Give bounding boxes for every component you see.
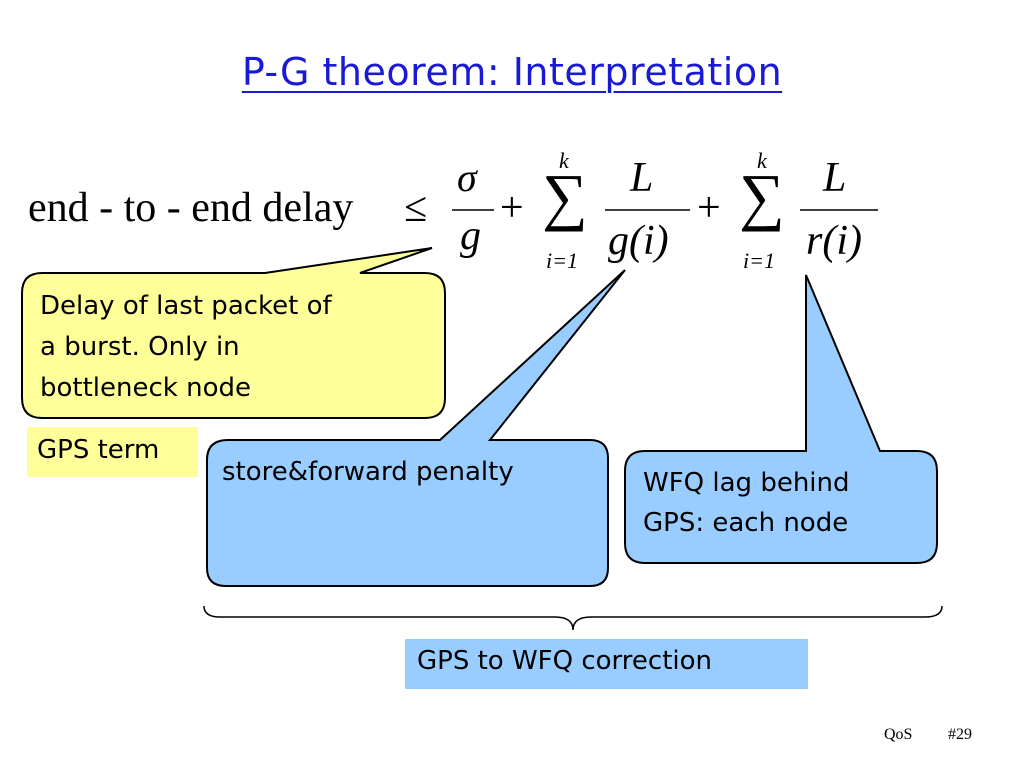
burst-delay-line-2: a burst. Only in: [40, 332, 240, 362]
term3-numerator: L: [823, 155, 847, 201]
equation-lhs: end - to - end delay: [28, 185, 354, 231]
store-forward-callout: store&forward penalty: [222, 457, 514, 487]
burst-delay-line-1: Delay of last packet of: [40, 291, 332, 321]
term1-numerator: σ: [457, 155, 477, 200]
sum2-lower-limit: i=1: [743, 248, 775, 273]
plus-sign-1: +: [500, 185, 524, 231]
gps-term-bg: [27, 427, 198, 477]
wfq-lag-line-2: GPS: each node: [643, 508, 849, 538]
term2-numerator: L: [630, 155, 654, 201]
wfq-lag-callout-shape: [624, 274, 938, 564]
slide-number: #29: [948, 726, 972, 743]
term1-denominator: g: [460, 213, 481, 259]
term2-denominator: g(i): [608, 218, 669, 264]
curly-brace: [203, 605, 943, 631]
footer-topic: QoS: [884, 726, 913, 743]
sum2-upper-limit: k: [757, 148, 767, 173]
burst-delay-line-3: bottleneck node: [40, 373, 251, 403]
plus-sign-2: +: [697, 185, 721, 231]
gps-term-label: GPS term: [37, 435, 160, 465]
slide-title: P-G theorem: Interpretation: [241, 50, 783, 94]
wfq-lag-line-1: WFQ lag behind: [643, 468, 850, 498]
gps-wfq-correction-label: GPS to WFQ correction: [417, 646, 713, 676]
sum1-upper-limit: k: [559, 148, 569, 173]
term3-denominator: r(i): [806, 218, 862, 264]
store-forward-callout-shape: [206, 269, 626, 587]
correction-bg: [405, 639, 808, 689]
equation-leq: ≤: [404, 185, 428, 231]
sum2-symbol: ∑: [739, 161, 785, 232]
burst-delay-callout: Delay of last packet of a burst. Only in…: [40, 285, 332, 410]
sum1-lower-limit: i=1: [546, 248, 578, 273]
burst-delay-callout-shape: [21, 247, 446, 419]
sum1-symbol: ∑: [542, 161, 588, 232]
wfq-lag-callout: WFQ lag behind GPS: each node: [643, 463, 850, 543]
